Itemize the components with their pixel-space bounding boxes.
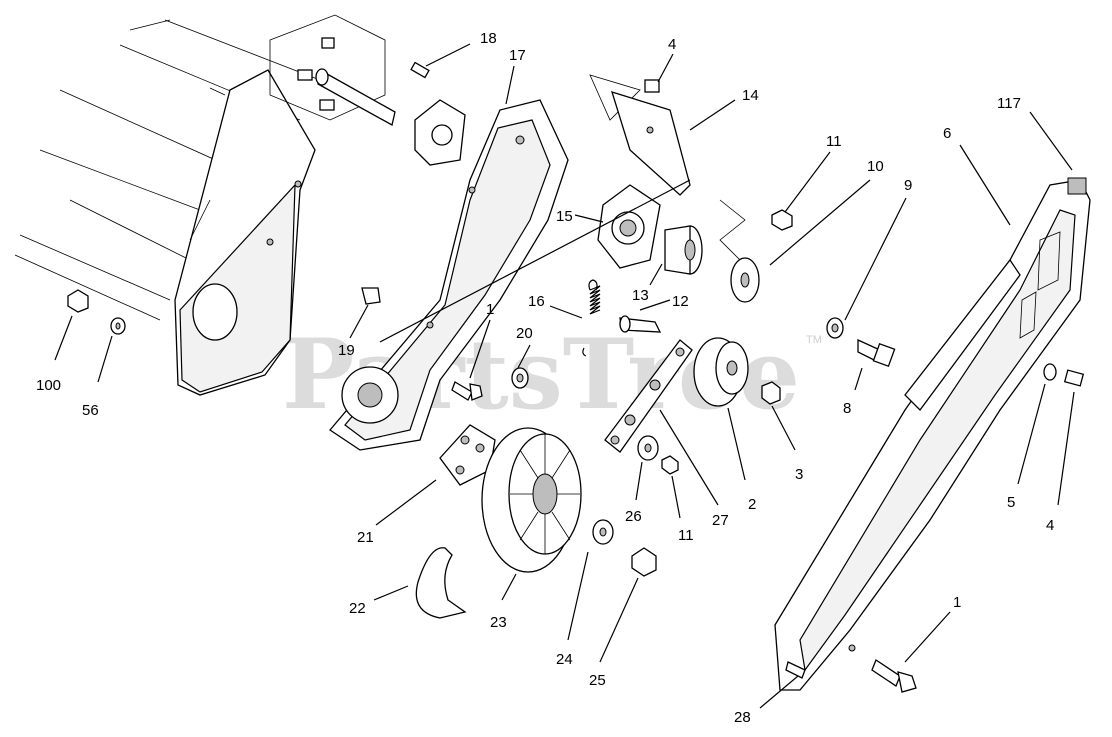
washer-20 [511,367,529,389]
nut-3 [761,381,781,405]
callout-5: 5 [1007,494,1015,511]
bracket-14 [589,74,746,261]
callout-24: 24 [556,651,573,668]
callout-11-bottom: 11 [678,527,694,544]
washer-24 [592,519,614,545]
callout-16: 16 [528,293,545,310]
nut-25 [631,547,657,577]
bolt-28 [785,661,806,679]
callout-4-top: 4 [668,36,676,53]
callout-23: 23 [490,614,507,631]
callout-28: 28 [734,709,751,726]
callout-22: 22 [349,600,366,617]
spacer-26 [637,435,659,461]
chain-case-plate [329,99,569,451]
callout-56: 56 [82,402,99,419]
callout-27: 27 [712,512,729,529]
washer-56 [110,317,126,335]
callout-14: 14 [742,87,759,104]
callout-2: 2 [748,496,756,513]
washer-9 [826,317,844,339]
coupler-21 [439,424,496,486]
bolt-8 [857,338,896,368]
callout-26: 26 [625,508,642,525]
callout-117: 117 [997,95,1021,112]
callout-25: 25 [589,672,606,689]
callout-18: 18 [480,30,497,47]
belt-cover-6 [774,177,1091,691]
washer-5 [1043,363,1057,381]
screw-19 [361,287,381,305]
bolt-1-lower [871,659,917,693]
nut-11-bottom [661,455,679,475]
callout-labels: 18 17 4 14 117 6 11 10 9 15 13 16 12 1 2… [36,30,1054,726]
watermark-tm: TM [806,334,822,346]
callout-9: 9 [904,177,912,194]
callout-4-right: 4 [1046,517,1054,534]
idler-arm-27 [604,339,693,453]
idler-pulley-2 [693,337,749,407]
callout-6: 6 [943,125,951,142]
callout-15: 15 [556,208,573,225]
belt-22 [415,547,467,619]
bolt-4-right [1063,369,1085,387]
callout-8: 8 [843,400,851,417]
callout-13: 13 [632,287,649,304]
callout-21: 21 [357,529,374,546]
callout-100: 100 [36,377,61,394]
callout-11-top: 11 [826,133,842,150]
nut-100 [67,289,89,313]
callout-19: 19 [338,342,355,359]
callout-10: 10 [867,158,884,175]
nut-11-top [771,209,793,231]
drive-pulley-23 [481,427,582,573]
frame-housing [14,19,321,396]
shaft-assembly [269,14,466,166]
bolt-1-upper [451,381,483,401]
bearing-13 [664,225,703,275]
spring-16 [582,279,601,357]
bearing-flange-15 [597,184,661,269]
leader-lines [54,43,1075,709]
stud-12 [619,315,662,333]
callout-3: 3 [795,466,803,483]
washer-10 [730,257,760,303]
callout-1-lower: 1 [953,594,961,611]
callout-1-upper: 1 [486,301,494,318]
callout-17: 17 [509,47,526,64]
callout-20: 20 [516,325,533,342]
callout-12: 12 [672,293,689,310]
